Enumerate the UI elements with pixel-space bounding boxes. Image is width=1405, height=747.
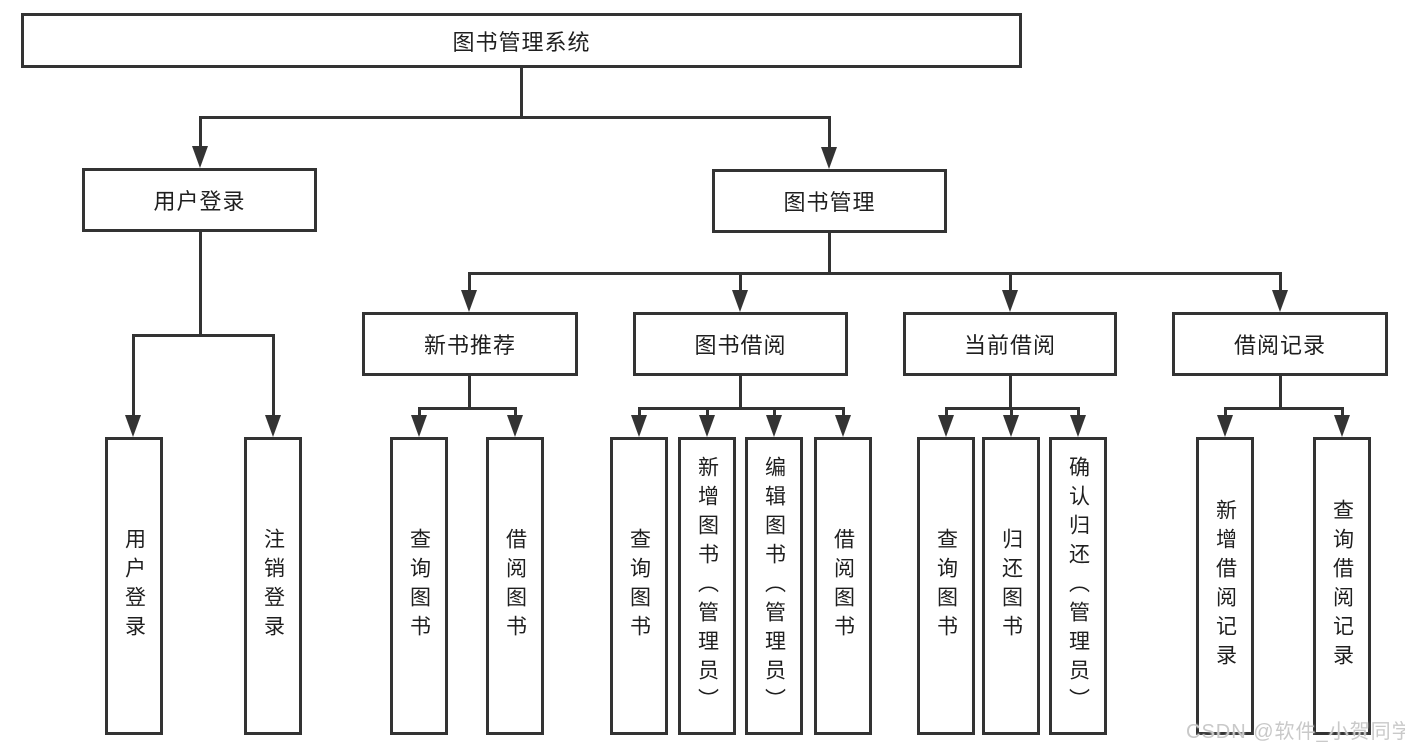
node-book-borrow: 图书借阅 bbox=[633, 312, 848, 376]
user-login-drop-2-arrowhead bbox=[265, 415, 281, 437]
book-mgmt-stem-line bbox=[828, 233, 831, 274]
book-mgmt-drop-3-line bbox=[1009, 273, 1012, 292]
book-mgmt-drop-2-line bbox=[739, 273, 742, 292]
book-mgmt-drop-4-arrowhead bbox=[1272, 290, 1288, 312]
book-borrow-drop-3-arrowhead bbox=[766, 415, 782, 437]
current-borrow-drop-2-arrowhead bbox=[1003, 415, 1019, 437]
node-book-mgmt-label: 图书管理 bbox=[783, 190, 876, 215]
book-mgmt-drop-1-arrowhead bbox=[461, 290, 477, 312]
current-borrow-drop-1-line bbox=[945, 408, 948, 418]
leaf-cb-confirm-return: 确认归还（管理员） bbox=[1049, 437, 1107, 735]
root-branch-line bbox=[199, 116, 831, 119]
new-book-rec-drop-2-line bbox=[514, 408, 517, 418]
node-user-login-label: 用户登录 bbox=[153, 189, 246, 214]
borrow-record-drop-1-line bbox=[1224, 408, 1227, 418]
user-login-drop-1-arrowhead bbox=[125, 415, 141, 437]
leaf-cb-query-book-label: 查询图书 bbox=[934, 528, 958, 644]
borrow-record-drop-2-arrowhead bbox=[1334, 415, 1350, 437]
node-borrow-record-label: 借阅记录 bbox=[1233, 333, 1326, 358]
root-drop-left-line bbox=[199, 117, 202, 148]
book-borrow-stem-line bbox=[739, 376, 742, 409]
root-drop-right-line bbox=[828, 117, 831, 148]
new-book-rec-drop-1-line bbox=[418, 408, 421, 418]
leaf-bb-edit-book-label: 编辑图书（管理员） bbox=[762, 455, 786, 717]
leaf-bb-borrow-book: 借阅图书 bbox=[814, 437, 872, 735]
leaf-bb-edit-book: 编辑图书（管理员） bbox=[745, 437, 803, 735]
book-mgmt-drop-4-line bbox=[1279, 273, 1282, 292]
book-borrow-drop-1-line bbox=[638, 408, 641, 418]
leaf-br-query-record: 查询借阅记录 bbox=[1313, 437, 1371, 735]
leaf-bb-borrow-book-label: 借阅图书 bbox=[831, 528, 855, 644]
leaf-user-login-label: 用户登录 bbox=[122, 528, 146, 644]
current-borrow-drop-3-line bbox=[1077, 408, 1080, 418]
node-root: 图书管理系统 bbox=[21, 13, 1022, 68]
current-borrow-stem-line bbox=[1009, 376, 1012, 409]
leaf-bb-add-book-label: 新增图书（管理员） bbox=[695, 455, 719, 717]
leaf-br-add-record: 新增借阅记录 bbox=[1196, 437, 1254, 735]
borrow-record-drop-1-arrowhead bbox=[1217, 415, 1233, 437]
leaf-rec-borrow-book: 借阅图书 bbox=[486, 437, 544, 735]
node-root-label: 图书管理系统 bbox=[452, 29, 591, 55]
book-mgmt-drop-2-arrowhead bbox=[732, 290, 748, 312]
borrow-record-stem-line bbox=[1279, 376, 1282, 409]
node-borrow-record: 借阅记录 bbox=[1172, 312, 1388, 376]
new-book-rec-drop-2-arrowhead bbox=[507, 415, 523, 437]
book-borrow-drop-1-arrowhead bbox=[631, 415, 647, 437]
leaf-user-login: 用户登录 bbox=[105, 437, 163, 735]
borrow-record-branch-line bbox=[1224, 407, 1344, 410]
book-borrow-drop-4-line bbox=[842, 408, 845, 418]
node-book-mgmt: 图书管理 bbox=[712, 169, 947, 233]
user-login-drop-1-line bbox=[132, 335, 135, 417]
root-drop-left-arrowhead bbox=[192, 146, 208, 168]
leaf-br-query-record-label: 查询借阅记录 bbox=[1330, 499, 1354, 673]
book-borrow-drop-2-line bbox=[706, 408, 709, 418]
leaf-br-add-record-label: 新增借阅记录 bbox=[1213, 499, 1237, 673]
user-login-stem-line bbox=[199, 232, 202, 336]
leaf-rec-query-book-label: 查询图书 bbox=[407, 528, 431, 644]
leaf-bb-query-book: 查询图书 bbox=[610, 437, 668, 735]
leaf-logout: 注销登录 bbox=[244, 437, 302, 735]
root-stem-line bbox=[520, 68, 523, 117]
leaf-cb-confirm-return-label: 确认归还（管理员） bbox=[1066, 455, 1090, 717]
leaf-cb-return-book: 归还图书 bbox=[982, 437, 1040, 735]
leaf-cb-return-book-label: 归还图书 bbox=[999, 528, 1023, 644]
book-borrow-branch-line bbox=[638, 407, 845, 410]
new-book-rec-stem-line bbox=[468, 376, 471, 409]
borrow-record-drop-2-line bbox=[1341, 408, 1344, 418]
leaf-logout-label: 注销登录 bbox=[261, 528, 285, 644]
node-new-book-rec-label: 新书推荐 bbox=[423, 333, 516, 358]
node-user-login: 用户登录 bbox=[82, 168, 317, 232]
node-current-borrow: 当前借阅 bbox=[903, 312, 1117, 376]
book-mgmt-drop-3-arrowhead bbox=[1002, 290, 1018, 312]
leaf-rec-query-book: 查询图书 bbox=[390, 437, 448, 735]
csdn-watermark: CSDN @软件_小贺同学 bbox=[1186, 721, 1405, 743]
root-drop-right-arrowhead bbox=[821, 147, 837, 169]
leaf-bb-add-book: 新增图书（管理员） bbox=[678, 437, 736, 735]
leaf-bb-query-book-label: 查询图书 bbox=[627, 528, 651, 644]
leaf-cb-query-book: 查询图书 bbox=[917, 437, 975, 735]
node-book-borrow-label: 图书借阅 bbox=[694, 333, 787, 358]
node-current-borrow-label: 当前借阅 bbox=[963, 333, 1056, 358]
user-login-branch-line bbox=[132, 334, 275, 337]
book-borrow-drop-4-arrowhead bbox=[835, 415, 851, 437]
current-borrow-drop-3-arrowhead bbox=[1070, 415, 1086, 437]
new-book-rec-branch-line bbox=[418, 407, 517, 410]
new-book-rec-drop-1-arrowhead bbox=[411, 415, 427, 437]
book-mgmt-branch-line bbox=[468, 272, 1282, 275]
book-mgmt-drop-1-line bbox=[468, 273, 471, 292]
current-borrow-drop-2-line bbox=[1010, 408, 1013, 418]
book-borrow-drop-3-line bbox=[773, 408, 776, 418]
book-borrow-drop-2-arrowhead bbox=[699, 415, 715, 437]
user-login-drop-2-line bbox=[272, 335, 275, 417]
node-new-book-rec: 新书推荐 bbox=[362, 312, 578, 376]
current-borrow-drop-1-arrowhead bbox=[938, 415, 954, 437]
leaf-rec-borrow-book-label: 借阅图书 bbox=[503, 528, 527, 644]
